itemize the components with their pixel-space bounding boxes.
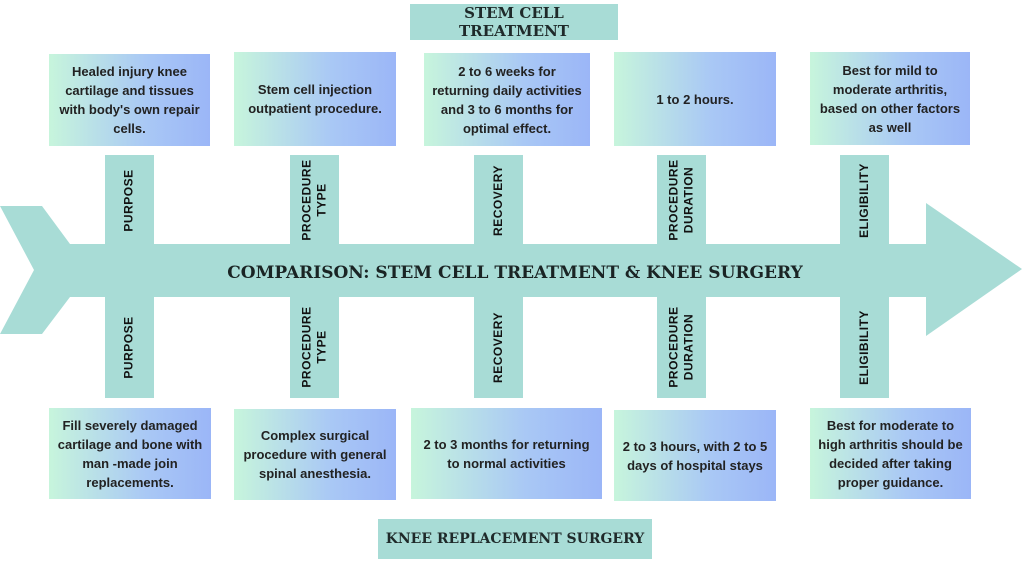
- purpose-label: PURPOSE: [122, 315, 136, 379]
- knee-recovery-box: 2 to 3 months for returning to normal ac…: [411, 408, 602, 499]
- stem-recovery-box: 2 to 6 weeks for returning daily activit…: [424, 53, 590, 146]
- comparison-title: COMPARISON: STEM CELL TREATMENT & KNEE S…: [227, 263, 803, 283]
- knee-duration-box: 2 to 3 hours, with 2 to 5 days of hospit…: [614, 410, 776, 501]
- knee-surgery-title: KNEE REPLACEMENT SURGERY: [378, 519, 652, 559]
- eligibility-label: ELIGIBILITY: [857, 309, 871, 385]
- recovery-label: RECOVERY: [491, 311, 505, 383]
- knee-eligibility-branch: ELIGIBILITY: [840, 296, 889, 398]
- stem-recovery-branch: RECOVERY: [474, 155, 523, 245]
- stem-purpose-box: Healed injury knee cartilage and tissues…: [49, 54, 210, 146]
- knee-recovery-branch: RECOVERY: [474, 296, 523, 398]
- stem-procedure-type-box: Stem cell injection outpatient procedure…: [234, 52, 396, 146]
- arrow-body: [0, 203, 1022, 336]
- stem-duration-box: 1 to 2 hours.: [614, 52, 776, 146]
- knee-purpose-box: Fill severely damaged cartilage and bone…: [49, 408, 211, 499]
- stem-cell-title: STEM CELL TREATMENT: [410, 4, 618, 40]
- stem-purpose-branch: PURPOSE: [105, 155, 154, 245]
- knee-eligibility-box: Best for moderate to high arthritis shou…: [810, 408, 971, 499]
- recovery-label: RECOVERY: [491, 164, 505, 236]
- knee-purpose-branch: PURPOSE: [105, 296, 154, 398]
- purpose-label: PURPOSE: [122, 168, 136, 232]
- knee-procedure-type-box: Complex surgical procedure with general …: [234, 409, 396, 500]
- stem-eligibility-branch: ELIGIBILITY: [840, 155, 889, 245]
- stem-eligibility-box: Best for mild to moderate arthritis, bas…: [810, 52, 970, 145]
- eligibility-label: ELIGIBILITY: [857, 162, 871, 238]
